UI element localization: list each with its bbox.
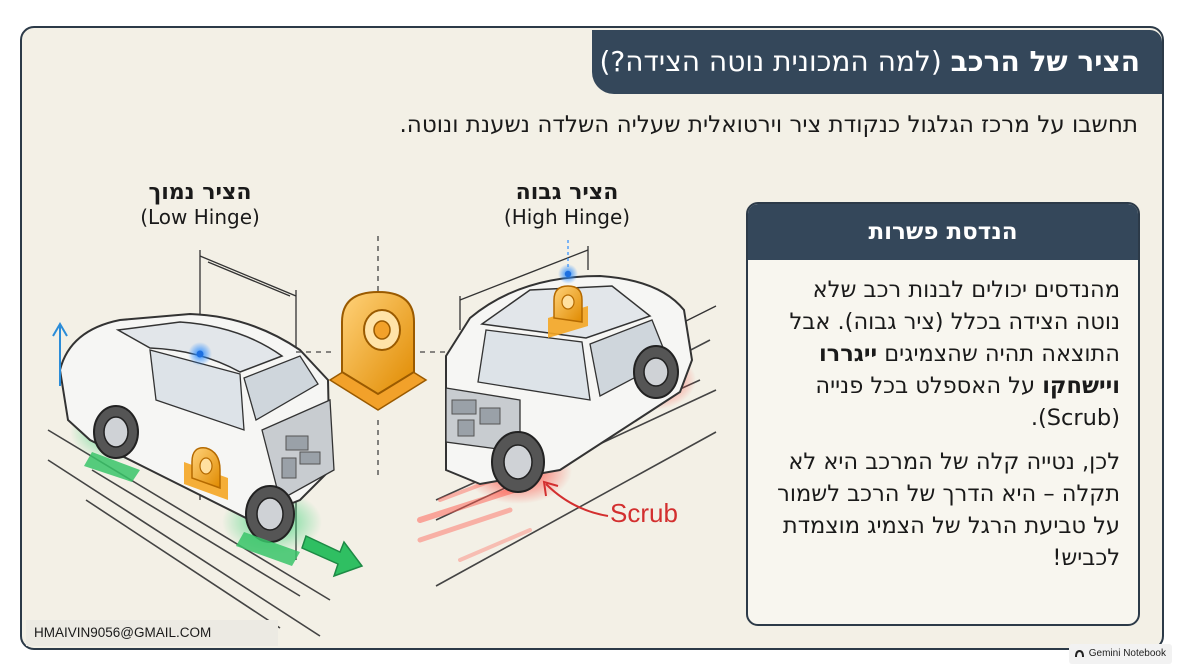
card-heading: הנדסת פשרות — [748, 204, 1138, 260]
low-hinge-car — [58, 312, 335, 566]
high-hinge-subtitle: (High Hinge) — [503, 205, 631, 229]
up-arrow-icon — [52, 322, 68, 386]
high-hinge-icon — [548, 285, 588, 338]
card-p1-text-a: מהנדסים יכולים לבנות רכב שלא נוטה הצידה … — [789, 277, 1120, 367]
low-hinge-title: הציר נמוך — [148, 180, 252, 205]
gemini-logo-icon — [1074, 650, 1084, 657]
low-hinge-subtitle: (Low Hinge) — [140, 205, 260, 229]
tradeoff-card: הנדסת פשרות מהנדסים יכולים לבנות רכב שלא… — [746, 202, 1140, 626]
title-strong: הציר של הרכב — [950, 45, 1140, 78]
title-rest: (למה המכונית נוטה הצידה?) — [599, 45, 942, 78]
card-p1-text-b: על האספלט בכל פנייה (Scrub). — [815, 373, 1120, 431]
scrub-label: Scrub — [610, 498, 678, 528]
email-footer: HMAIVIN9056@GMAIL.COM — [26, 620, 278, 646]
low-hinge-icon — [184, 447, 228, 500]
card-paragraph-2: לכן, נטייה קלה של המרכב היא לא תקלה – הי… — [777, 449, 1120, 571]
card-p1-bold: ייגררו ויישחקו — [818, 341, 1120, 399]
hinge-icon — [328, 290, 428, 411]
low-hinge-label: הציר נמוך (Low Hinge) — [120, 180, 280, 229]
high-hinge-title: הציר גבוה — [515, 180, 619, 205]
badge-text: Gemini Notebook — [1088, 648, 1166, 659]
card-body: מהנדסים יכולים לבנות רכב שלא נוטה הצידה … — [748, 260, 1138, 574]
high-hinge-label: הציר גבוה (High Hinge) — [482, 180, 652, 229]
card-paragraph-1: מהנדסים יכולים לבנות רכב שלא נוטה הצידה … — [762, 274, 1120, 434]
red-pointer-icon — [542, 480, 609, 517]
title-bar: הציר של הרכב (למה המכונית נוטה הצידה?) — [592, 30, 1162, 94]
high-hinge-car — [417, 240, 696, 562]
subtitle: תחשבו על מרכז הגלגול כנקודת ציר וירטואלי… — [399, 112, 1138, 138]
green-arrow-icon — [301, 534, 364, 578]
gemini-badge: Gemini Notebook — [1068, 644, 1172, 664]
